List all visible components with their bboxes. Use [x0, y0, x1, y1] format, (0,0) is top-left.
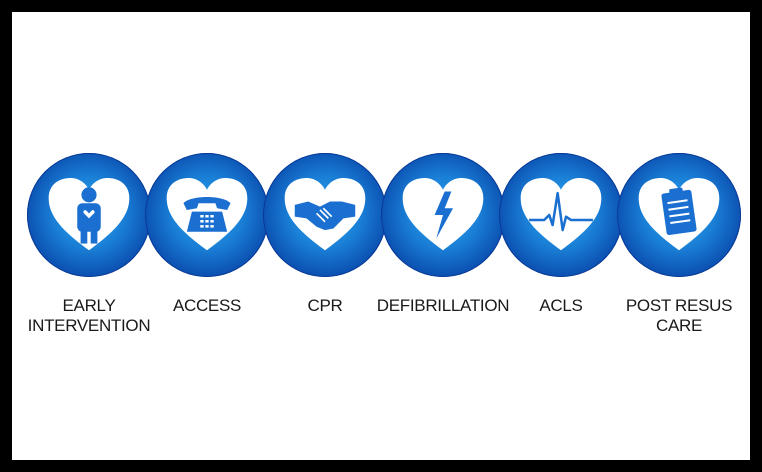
- step-label-acls: ACLS: [491, 296, 631, 316]
- step-circle-acls: [499, 153, 623, 277]
- lightning-icon: [402, 178, 484, 251]
- label-line: POST RESUS: [625, 296, 733, 315]
- label-line: ACLS: [539, 296, 583, 315]
- step-circle-defibrillation: [381, 153, 505, 277]
- label-line: EARLY: [62, 296, 116, 315]
- label-line: DEFIBRILLATION: [376, 296, 510, 315]
- step-circle-post-resus-care: [617, 153, 741, 277]
- ecg-icon: [520, 178, 602, 251]
- step-circle-cpr: [263, 153, 387, 277]
- label-line: INTERVENTION: [27, 316, 151, 335]
- step-circle-access: [145, 153, 269, 277]
- step-label-defibrillation: DEFIBRILLATION: [373, 296, 513, 316]
- label-line: CARE: [655, 316, 703, 335]
- step-label-post-resus-care: POST RESUS CARE: [609, 296, 749, 336]
- step-label-access: ACCESS: [137, 296, 277, 316]
- telephone-icon: [166, 178, 248, 251]
- clipboard-icon: [638, 178, 720, 251]
- person-icon: [48, 178, 130, 251]
- label-line: CPR: [307, 296, 343, 315]
- step-label-early-intervention: EARLY INTERVENTION: [19, 296, 159, 336]
- step-label-cpr: CPR: [255, 296, 395, 316]
- label-line: ACCESS: [172, 296, 242, 315]
- step-circle-early-intervention: [27, 153, 151, 277]
- handshake-icon: [284, 178, 366, 251]
